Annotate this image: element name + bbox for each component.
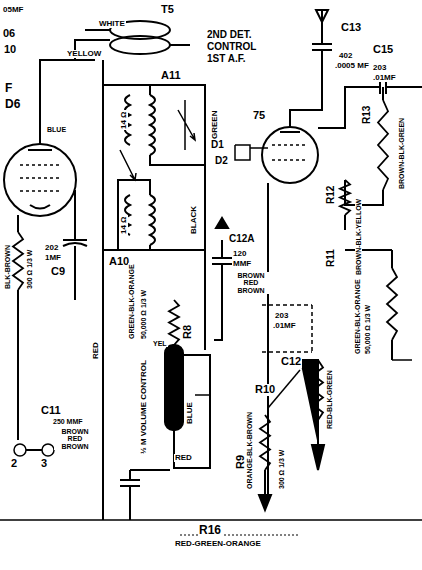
part-label: C9: [50, 266, 66, 278]
part-label: 402: [338, 52, 353, 60]
part-label: .0005 MF: [334, 62, 370, 70]
part-label: BLUE: [46, 126, 67, 133]
part-label: A11: [160, 70, 182, 82]
part-label: CONTROL: [206, 42, 257, 53]
wire-code-label: GREEN-BLK-ORANGE: [128, 263, 135, 340]
wire-code-label: 300 Ω 1/3 W: [278, 449, 285, 490]
resistor-symbol: [378, 100, 388, 190]
part-label: MMF: [232, 260, 252, 268]
part-label: D6: [4, 98, 21, 111]
part-label: 75: [252, 110, 266, 122]
part-label: RED: [174, 454, 193, 462]
resistor-symbol: [387, 268, 397, 340]
part-label: 203: [372, 64, 387, 72]
part-label: 1MF: [44, 254, 62, 262]
part-label: 1ST A.F.: [206, 54, 247, 65]
part-label: R10: [254, 384, 276, 396]
part-label: D2: [214, 156, 229, 167]
wire-code-label: R12: [326, 185, 337, 205]
part-label: .01MF: [272, 322, 297, 330]
part-label: 2: [10, 458, 18, 470]
part-label: 3: [40, 458, 48, 470]
wire-code-label: ½ M VOLUME CONTROL: [140, 359, 148, 455]
part-label: T5: [160, 4, 175, 16]
volume-control: [165, 345, 183, 430]
resistor-symbol: [169, 300, 179, 345]
wire-code-label: BLACK: [190, 205, 198, 235]
part-label: YELLOW: [66, 50, 102, 58]
part-label: D1: [210, 140, 225, 151]
wire-code-label: 50,000 Ω 1/3 W: [140, 289, 147, 340]
wire-code-label: GREEN-BLK-ORANGE: [354, 278, 361, 355]
wire-code-label: 50,000 Ω 1/3 W: [364, 304, 371, 355]
wire-code-label: R13: [362, 105, 373, 125]
part-label: 202: [44, 244, 59, 252]
part-label: R16: [198, 524, 222, 537]
part-label: 2ND DET.: [206, 30, 252, 41]
part-label: RED-GREEN-ORANGE: [174, 540, 262, 548]
part-label: C12A: [228, 234, 256, 245]
wire-code-label: GREEN: [211, 110, 219, 140]
wire-code-label: 14 Ω: [120, 110, 128, 130]
wire-code-label: R8: [182, 324, 194, 340]
part-label: 250 MMF: [52, 418, 84, 425]
tube-envelope: [262, 127, 318, 183]
part-label: BROWN RED BROWN: [232, 272, 270, 294]
part-label: 203: [274, 312, 289, 320]
wire-code-label: 14 Ω: [120, 215, 128, 235]
part-label: 10: [3, 44, 17, 56]
wire-code-label: R11: [326, 248, 337, 268]
part-label: .01MF: [372, 74, 397, 82]
part-label: 06: [2, 28, 16, 40]
wire-code-label: RED: [92, 341, 100, 360]
resistor-symbol: [13, 232, 23, 290]
part-label: BROWN RED BROWN: [54, 428, 96, 450]
wire-code-label: 300 Ω 1/3 W: [26, 249, 33, 290]
wire-code-label: ORANGE-BLK-BROWN: [246, 411, 253, 490]
wire-code-label: BROWN-BLK-YELLOW: [355, 198, 362, 276]
wire-code-label: BLK-BROWN: [4, 244, 11, 290]
part-label: 120: [232, 250, 247, 258]
part-label: YEL: [152, 340, 168, 347]
part-label: C13: [340, 22, 362, 34]
part-label: A10: [108, 256, 130, 268]
part-label: C11: [40, 405, 62, 417]
wire-code-label: BLUE: [186, 401, 194, 425]
part-label: C15: [372, 44, 394, 56]
part-label: F: [4, 82, 13, 95]
part-label: 05MF: [2, 6, 24, 14]
part-label: C12: [280, 356, 302, 368]
part-label: WHITE: [98, 20, 126, 28]
tube-envelope: [4, 144, 76, 216]
wire-code-label: R9: [235, 454, 247, 470]
wire-code-label: BROWN-BLK-GREEN: [398, 117, 405, 190]
wire-code-label: RED-BLK-GREEN: [326, 369, 333, 430]
